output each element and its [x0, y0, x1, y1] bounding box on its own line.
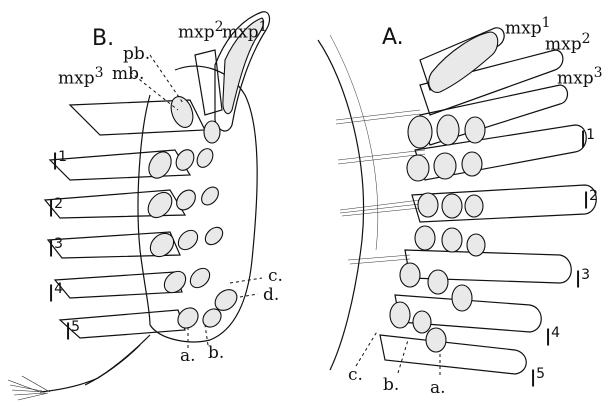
label-b-l2: l2 — [48, 197, 63, 221]
panel-b-title: B. — [92, 28, 114, 50]
label-a-l3: l3 — [575, 268, 590, 292]
label-b-mxp3: mxp3 — [58, 66, 104, 88]
label-a-mxp1: mxp1 — [505, 16, 551, 38]
label-b-l3: l3 — [48, 237, 63, 261]
label-a-l1: l1 — [580, 128, 595, 152]
label-b-l4: l4 — [48, 282, 63, 306]
label-b-mb: mb. — [112, 66, 144, 83]
panel-a-title: A. — [382, 27, 404, 49]
label-a-b: b. — [383, 377, 399, 394]
label-a-mxp2: mxp2 — [545, 32, 591, 54]
egg-clusters-b — [143, 94, 241, 333]
label-b-mxp2: mxp2 — [178, 20, 224, 42]
setae-tuft — [8, 376, 50, 400]
label-b-b: b. — [208, 345, 224, 362]
label-b-d: d. — [263, 287, 279, 304]
label-a-l5: l5 — [530, 367, 545, 391]
label-b-l1: l1 — [52, 150, 67, 174]
label-a-l2: l2 — [583, 189, 598, 213]
label-a-c: c. — [348, 367, 363, 384]
panel-a-drawing — [318, 28, 596, 375]
label-b-mxp1: mxp1 — [222, 20, 268, 42]
label-a-mxp3: mxp3 — [557, 66, 603, 88]
label-b-pb: pb. — [123, 46, 150, 63]
egg-clusters-a — [390, 115, 485, 352]
label-a-a: a. — [430, 380, 446, 397]
label-a-l4: l4 — [545, 326, 560, 350]
label-b-c: c. — [268, 268, 283, 285]
label-b-l5: l5 — [65, 320, 80, 344]
label-b-a: a. — [180, 348, 196, 365]
